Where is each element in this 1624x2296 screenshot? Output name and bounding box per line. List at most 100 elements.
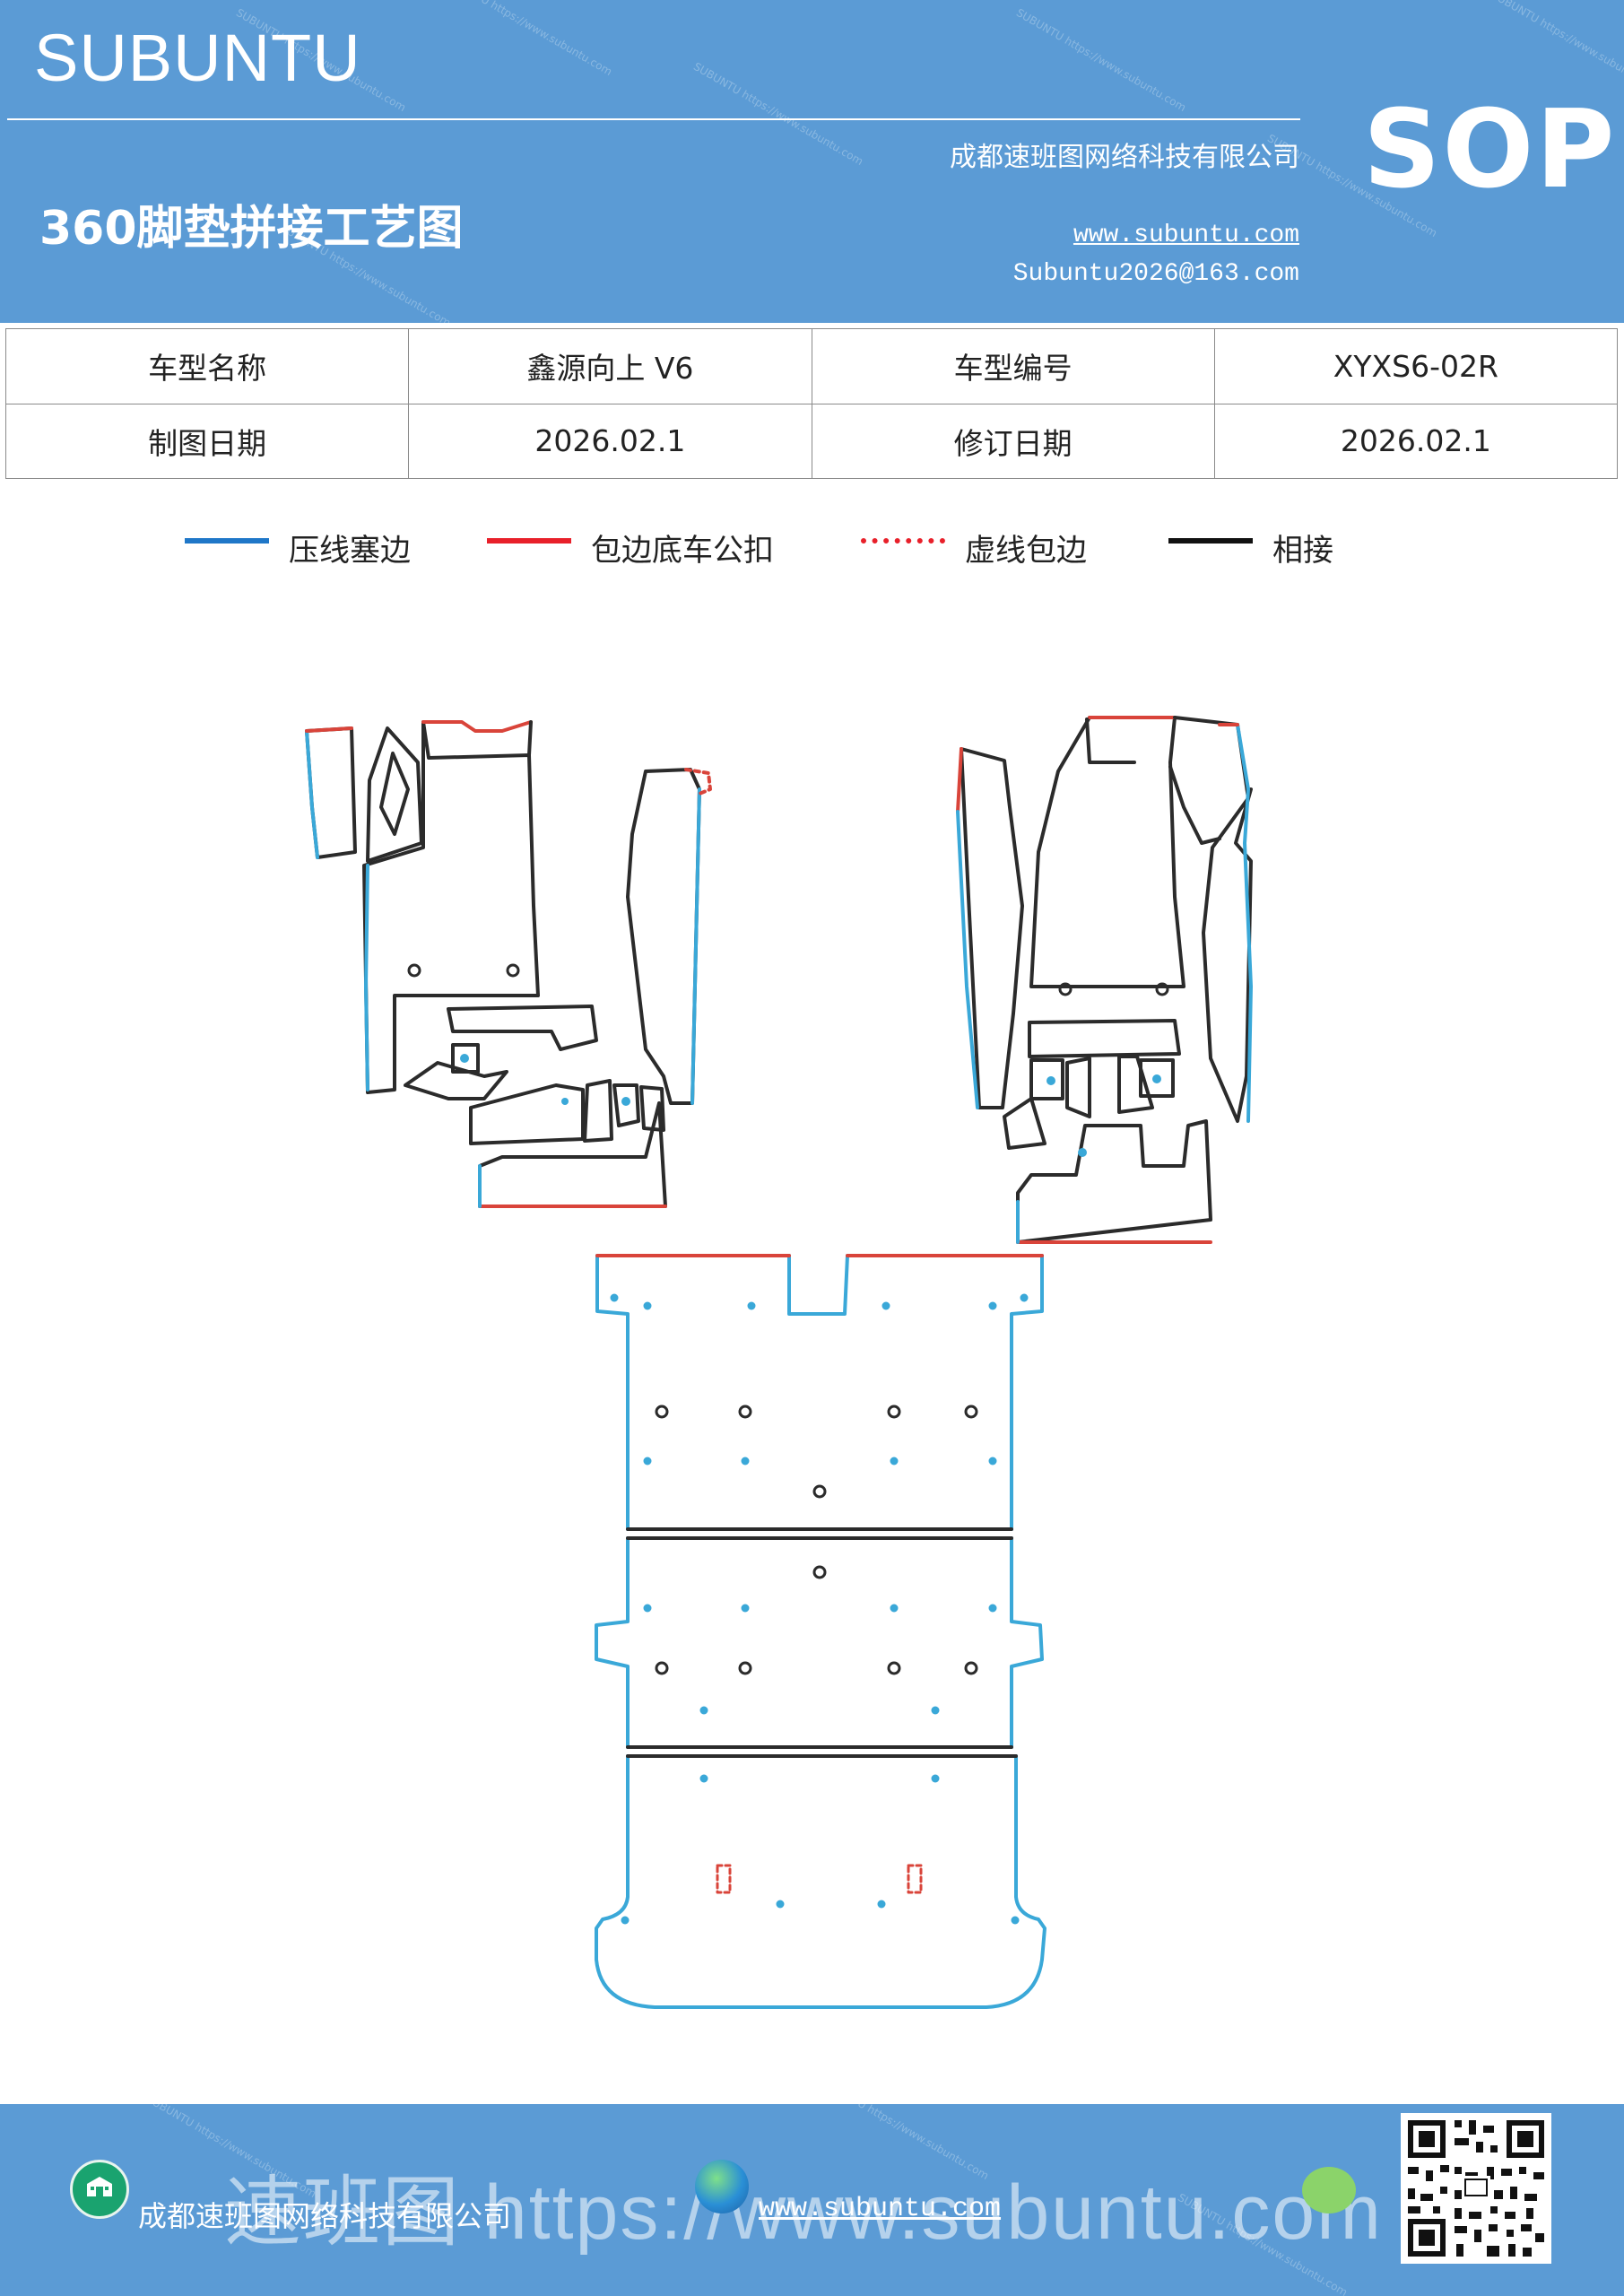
right-side-press-edge — [1236, 723, 1253, 1123]
blue-dot — [460, 1054, 469, 1063]
clip-hole — [738, 1661, 752, 1675]
left-front-mat — [305, 720, 712, 1208]
clip-hole — [407, 963, 421, 978]
right-strip-wrap-edge — [956, 747, 963, 813]
rear-section-3 — [595, 1754, 1046, 2009]
left-side-dotted — [684, 768, 712, 796]
footer-watermark: 速班图 https://www.subuntu.com — [224, 2170, 1383, 2256]
blue-dot — [1152, 1074, 1161, 1083]
right-heel-piece — [1117, 1055, 1154, 1114]
blue-dot — [621, 1916, 630, 1925]
blue-dot — [699, 1774, 708, 1783]
company-name: 成都速班图网络科技有限公司 — [950, 142, 1299, 173]
legend-label: 压线塞边 — [289, 533, 411, 569]
left-console-piece — [447, 1004, 598, 1051]
footer-website-link[interactable]: www.subuntu.com — [759, 2194, 1002, 2224]
table-row: 车型名称 鑫源向上 V6 车型编号 XYXS6-02R — [4, 328, 1619, 404]
model-name-label: 车型名称 — [4, 328, 410, 404]
header-banner: SUBUNTU https://www.subuntu.com SUBUNTU … — [0, 0, 1624, 323]
clip-hole — [964, 1661, 978, 1675]
clip-hole — [655, 1405, 669, 1419]
blue-dot — [741, 1457, 750, 1465]
clip-hole — [1155, 982, 1169, 996]
blue-dot — [776, 1900, 785, 1909]
right-top-joint — [1085, 718, 1136, 764]
blue-dot — [643, 1301, 652, 1310]
clip-hole — [655, 1661, 669, 1675]
right-side-wall — [1173, 716, 1253, 1123]
blue-dot — [610, 1293, 619, 1302]
table-row: 制图日期 2026.02.1 修订日期 2026.02.1 — [4, 403, 1619, 479]
left-top-wrap-edge — [421, 720, 533, 733]
blue-dot — [931, 1774, 940, 1783]
blue-dot — [1020, 1293, 1029, 1302]
drawing-date-value: 2026.02.1 — [408, 403, 812, 479]
right-rear-left-piece — [1003, 1097, 1046, 1150]
clip-hole — [812, 1565, 827, 1579]
blue-dot — [988, 1457, 997, 1465]
blue-dot — [988, 1604, 997, 1613]
left-strip-press-edge — [305, 729, 319, 859]
left-rear-small-3 — [639, 1085, 665, 1132]
left-pedal-piece-inner — [379, 752, 410, 836]
rear-section-2 — [595, 1536, 1044, 1749]
dotted-wrap-marker — [907, 1864, 923, 1894]
brand-name: SUBUNTU — [34, 21, 361, 95]
legend-swatch — [185, 538, 269, 544]
legend-swatch — [861, 538, 945, 544]
blue-dot — [931, 1706, 940, 1715]
left-rear-piece — [469, 1083, 585, 1145]
left-pedal-piece — [366, 726, 423, 863]
watermark-text: SUBUNTU https://www.subuntu.com — [1013, 5, 1188, 115]
wechat-icon — [1302, 2167, 1356, 2213]
right-bottom-piece — [1016, 1119, 1212, 1244]
left-main-press-edge — [364, 864, 369, 1091]
blue-dot — [741, 1604, 750, 1613]
blue-dot — [643, 1604, 652, 1613]
legend-swatch — [1168, 538, 1253, 544]
revision-date-value: 2026.02.1 — [1213, 403, 1619, 479]
watermark-text: SUBUNTU https://www.subuntu.com — [690, 59, 865, 169]
building-icon — [70, 2160, 129, 2219]
right-strip-press-edge — [956, 810, 979, 1109]
legend-label: 相接 — [1272, 533, 1333, 569]
right-center-piece — [1065, 1057, 1091, 1118]
left-main-mat — [362, 720, 540, 1094]
legend-label: 包边底车公扣 — [591, 533, 774, 569]
blue-dot — [890, 1457, 899, 1465]
rear-blue-dots — [610, 1293, 1029, 1925]
page-title: 360脚垫拼接工艺图 — [39, 202, 464, 256]
right-strip-piece — [960, 747, 1024, 1109]
sop-badge: SOP — [1363, 88, 1617, 213]
blue-dot — [747, 1301, 756, 1310]
blue-dot — [1046, 1076, 1055, 1085]
clip-hole — [964, 1405, 978, 1419]
clip-hole — [812, 1484, 827, 1499]
drawing-date-label: 制图日期 — [4, 403, 410, 479]
right-front-mat — [956, 716, 1253, 1244]
website-link[interactable]: www.subuntu.com — [1073, 222, 1299, 249]
email-address[interactable]: Subuntu2026@163.com — [1012, 260, 1299, 288]
blue-dot — [1011, 1916, 1020, 1925]
floor-mat-diagram — [305, 716, 1253, 2009]
vehicle-info-table: 车型名称 鑫源向上 V6 车型编号 XYXS6-02R 制图日期 2026.02… — [4, 328, 1619, 479]
left-side-wall — [626, 768, 701, 1105]
dotted-wrap-marker — [716, 1864, 732, 1894]
footer-company-name: 成都速班图网络科技有限公司 — [138, 2199, 512, 2233]
left-small-piece — [451, 1043, 480, 1074]
blue-dot — [1078, 1148, 1087, 1157]
right-small-piece-2 — [1139, 1058, 1175, 1098]
blue-dot — [877, 1900, 886, 1909]
left-rear-small-1 — [583, 1079, 613, 1143]
blue-dot — [699, 1706, 708, 1715]
footer-banner: SUBUNTU https://www.subuntu.com SUBUNTU … — [0, 2104, 1624, 2296]
model-name-value: 鑫源向上 V6 — [408, 328, 812, 404]
left-heel-piece — [404, 1061, 508, 1100]
clip-hole — [1058, 982, 1073, 996]
right-inner-curve — [1168, 765, 1221, 845]
blue-dot — [643, 1457, 652, 1465]
clip-hole — [887, 1661, 901, 1675]
clip-hole — [887, 1405, 901, 1419]
watermark-text: SUBUNTU https://www.subuntu.com — [439, 0, 614, 79]
blue-dot — [988, 1301, 997, 1310]
